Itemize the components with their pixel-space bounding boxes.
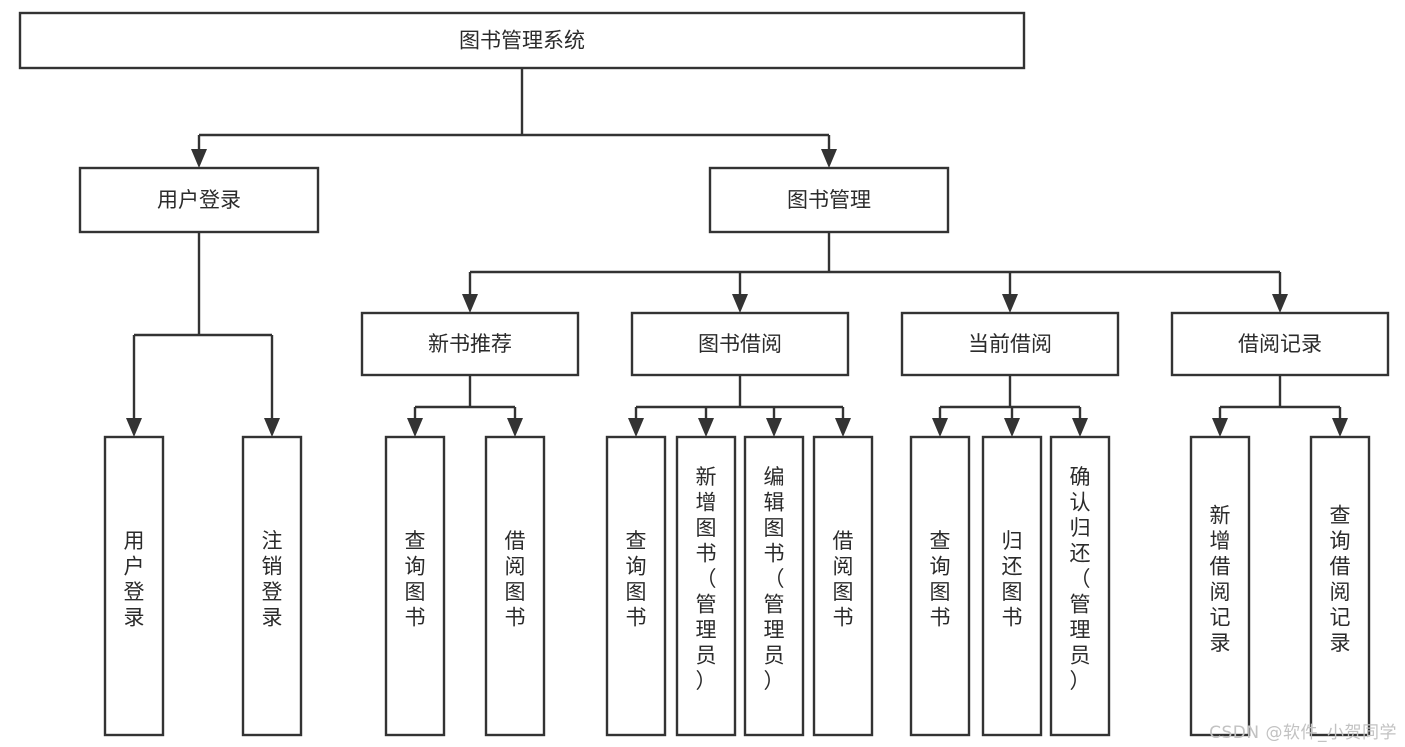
node-leaf-user_login-1[interactable]: 注销登录 bbox=[241, 435, 303, 737]
arrow-head-icon-current_borrow-1 bbox=[1004, 418, 1020, 437]
node-leaf-new_book_recommend-1[interactable]: 借阅图书 bbox=[484, 435, 546, 737]
node-leaf-current_borrow-1-box bbox=[981, 435, 1043, 737]
node-leaf-current_borrow-2[interactable]: 确认归还（管理员） bbox=[1049, 435, 1111, 737]
node-leaf-new_book_recommend-0[interactable]: 查询图书 bbox=[384, 435, 446, 737]
node-leaf-borrow_record-0-box bbox=[1189, 435, 1251, 737]
node-leaf-borrow_record-0-label: 新增借阅记录 bbox=[1210, 503, 1231, 655]
node-leaf-current_borrow-1-label: 归还图书 bbox=[1002, 529, 1023, 630]
node-leaf-user_login-0[interactable]: 用户登录 bbox=[103, 435, 165, 737]
arrow-head-icon-l1-0 bbox=[191, 149, 207, 168]
arrow-head-icon-user-leaf-0 bbox=[126, 418, 142, 437]
node-leaf-user_login-1-box bbox=[241, 435, 303, 737]
node-l2-借阅记录-label: 借阅记录 bbox=[1238, 332, 1322, 356]
node-root-图书管理系统-label: 图书管理系统 bbox=[459, 29, 585, 53]
arrow-head-icon-book_borrow-1 bbox=[698, 418, 714, 437]
node-leaf-user_login-1-label: 注销登录 bbox=[262, 529, 283, 630]
node-leaf-borrow_record-1[interactable]: 查询借阅记录 bbox=[1309, 435, 1371, 737]
node-l2-图书借阅-box bbox=[630, 311, 850, 377]
node-l2-新书推荐[interactable]: 新书推荐 bbox=[360, 311, 580, 377]
node-l2-当前借阅-label: 当前借阅 bbox=[968, 332, 1052, 356]
node-leaf-book_borrow-2[interactable]: 编辑图书（管理员） bbox=[743, 435, 805, 737]
node-leaf-new_book_recommend-1-label: 借阅图书 bbox=[505, 529, 526, 630]
node-root-图书管理系统[interactable]: 图书管理系统 bbox=[18, 11, 1026, 70]
node-l2-借阅记录[interactable]: 借阅记录 bbox=[1170, 311, 1390, 377]
node-leaf-current_borrow-2-box bbox=[1049, 435, 1111, 737]
arrow-head-icon-l2-0 bbox=[462, 294, 478, 313]
node-l1-图书管理-box bbox=[708, 166, 950, 234]
node-l1-用户登录[interactable]: 用户登录 bbox=[78, 166, 320, 234]
node-leaf-borrow_record-0[interactable]: 新增借阅记录 bbox=[1189, 435, 1251, 737]
node-layer: 图书管理系统用户登录图书管理新书推荐图书借阅当前借阅借阅记录用户登录注销登录查询… bbox=[18, 11, 1390, 737]
node-l2-图书借阅-label: 图书借阅 bbox=[698, 332, 782, 356]
arrow-head-icon-current_borrow-0 bbox=[932, 418, 948, 437]
node-leaf-book_borrow-2-box bbox=[743, 435, 805, 737]
arrow-head-icon-l2-2 bbox=[1002, 294, 1018, 313]
arrow-head-icon-borrow_record-1 bbox=[1332, 418, 1348, 437]
node-leaf-current_borrow-0[interactable]: 查询图书 bbox=[909, 435, 971, 737]
arrow-head-icon-new_book_recommend-1 bbox=[507, 418, 523, 437]
node-leaf-book_borrow-3[interactable]: 借阅图书 bbox=[812, 435, 874, 737]
node-l1-用户登录-box bbox=[78, 166, 320, 234]
node-leaf-new_book_recommend-1-box bbox=[484, 435, 546, 737]
node-leaf-book_borrow-2-label: 编辑图书（管理员） bbox=[764, 465, 785, 693]
node-leaf-book_borrow-1-box bbox=[675, 435, 737, 737]
node-l1-用户登录-label: 用户登录 bbox=[157, 188, 241, 212]
node-leaf-borrow_record-1-box bbox=[1309, 435, 1371, 737]
node-leaf-current_borrow-1[interactable]: 归还图书 bbox=[981, 435, 1043, 737]
node-l2-当前借阅-box bbox=[900, 311, 1120, 377]
node-leaf-book_borrow-0-box bbox=[605, 435, 667, 737]
arrow-head-icon-l1-1 bbox=[821, 149, 837, 168]
node-root-图书管理系统-box bbox=[18, 11, 1026, 70]
connector-layer bbox=[126, 68, 1348, 437]
arrow-head-icon-book_borrow-2 bbox=[766, 418, 782, 437]
arrow-head-icon-l2-1 bbox=[732, 294, 748, 313]
node-l2-当前借阅[interactable]: 当前借阅 bbox=[900, 311, 1120, 377]
node-l2-图书借阅[interactable]: 图书借阅 bbox=[630, 311, 850, 377]
node-leaf-user_login-0-label: 用户登录 bbox=[124, 529, 145, 630]
arrow-head-icon-current_borrow-2 bbox=[1072, 418, 1088, 437]
node-leaf-book_borrow-1[interactable]: 新增图书（管理员） bbox=[675, 435, 737, 737]
node-leaf-user_login-0-box bbox=[103, 435, 165, 737]
node-leaf-current_borrow-0-label: 查询图书 bbox=[930, 529, 951, 630]
node-leaf-new_book_recommend-0-box bbox=[384, 435, 446, 737]
node-leaf-borrow_record-1-label: 查询借阅记录 bbox=[1330, 503, 1351, 655]
arrow-head-icon-book_borrow-0 bbox=[628, 418, 644, 437]
node-l2-新书推荐-label: 新书推荐 bbox=[428, 332, 512, 356]
node-leaf-book_borrow-0[interactable]: 查询图书 bbox=[605, 435, 667, 737]
arrow-head-icon-l2-3 bbox=[1272, 294, 1288, 313]
arrow-head-icon-borrow_record-0 bbox=[1212, 418, 1228, 437]
node-l1-图书管理-label: 图书管理 bbox=[787, 188, 871, 212]
arrow-head-icon-book_borrow-3 bbox=[835, 418, 851, 437]
node-leaf-new_book_recommend-0-label: 查询图书 bbox=[405, 529, 426, 630]
node-leaf-book_borrow-3-box bbox=[812, 435, 874, 737]
node-leaf-current_borrow-2-label: 确认归还（管理员） bbox=[1070, 465, 1091, 693]
node-leaf-book_borrow-3-label: 借阅图书 bbox=[833, 529, 854, 630]
arrow-head-icon-user-leaf-1 bbox=[264, 418, 280, 437]
csdn-watermark: CSDN @软件_小贺同学 bbox=[1209, 723, 1397, 743]
node-leaf-book_borrow-0-label: 查询图书 bbox=[626, 529, 647, 630]
arrow-head-icon-new_book_recommend-0 bbox=[407, 418, 423, 437]
node-l2-新书推荐-box bbox=[360, 311, 580, 377]
node-l1-图书管理[interactable]: 图书管理 bbox=[708, 166, 950, 234]
node-l2-借阅记录-box bbox=[1170, 311, 1390, 377]
node-leaf-book_borrow-1-label: 新增图书（管理员） bbox=[696, 465, 717, 693]
node-leaf-current_borrow-0-box bbox=[909, 435, 971, 737]
